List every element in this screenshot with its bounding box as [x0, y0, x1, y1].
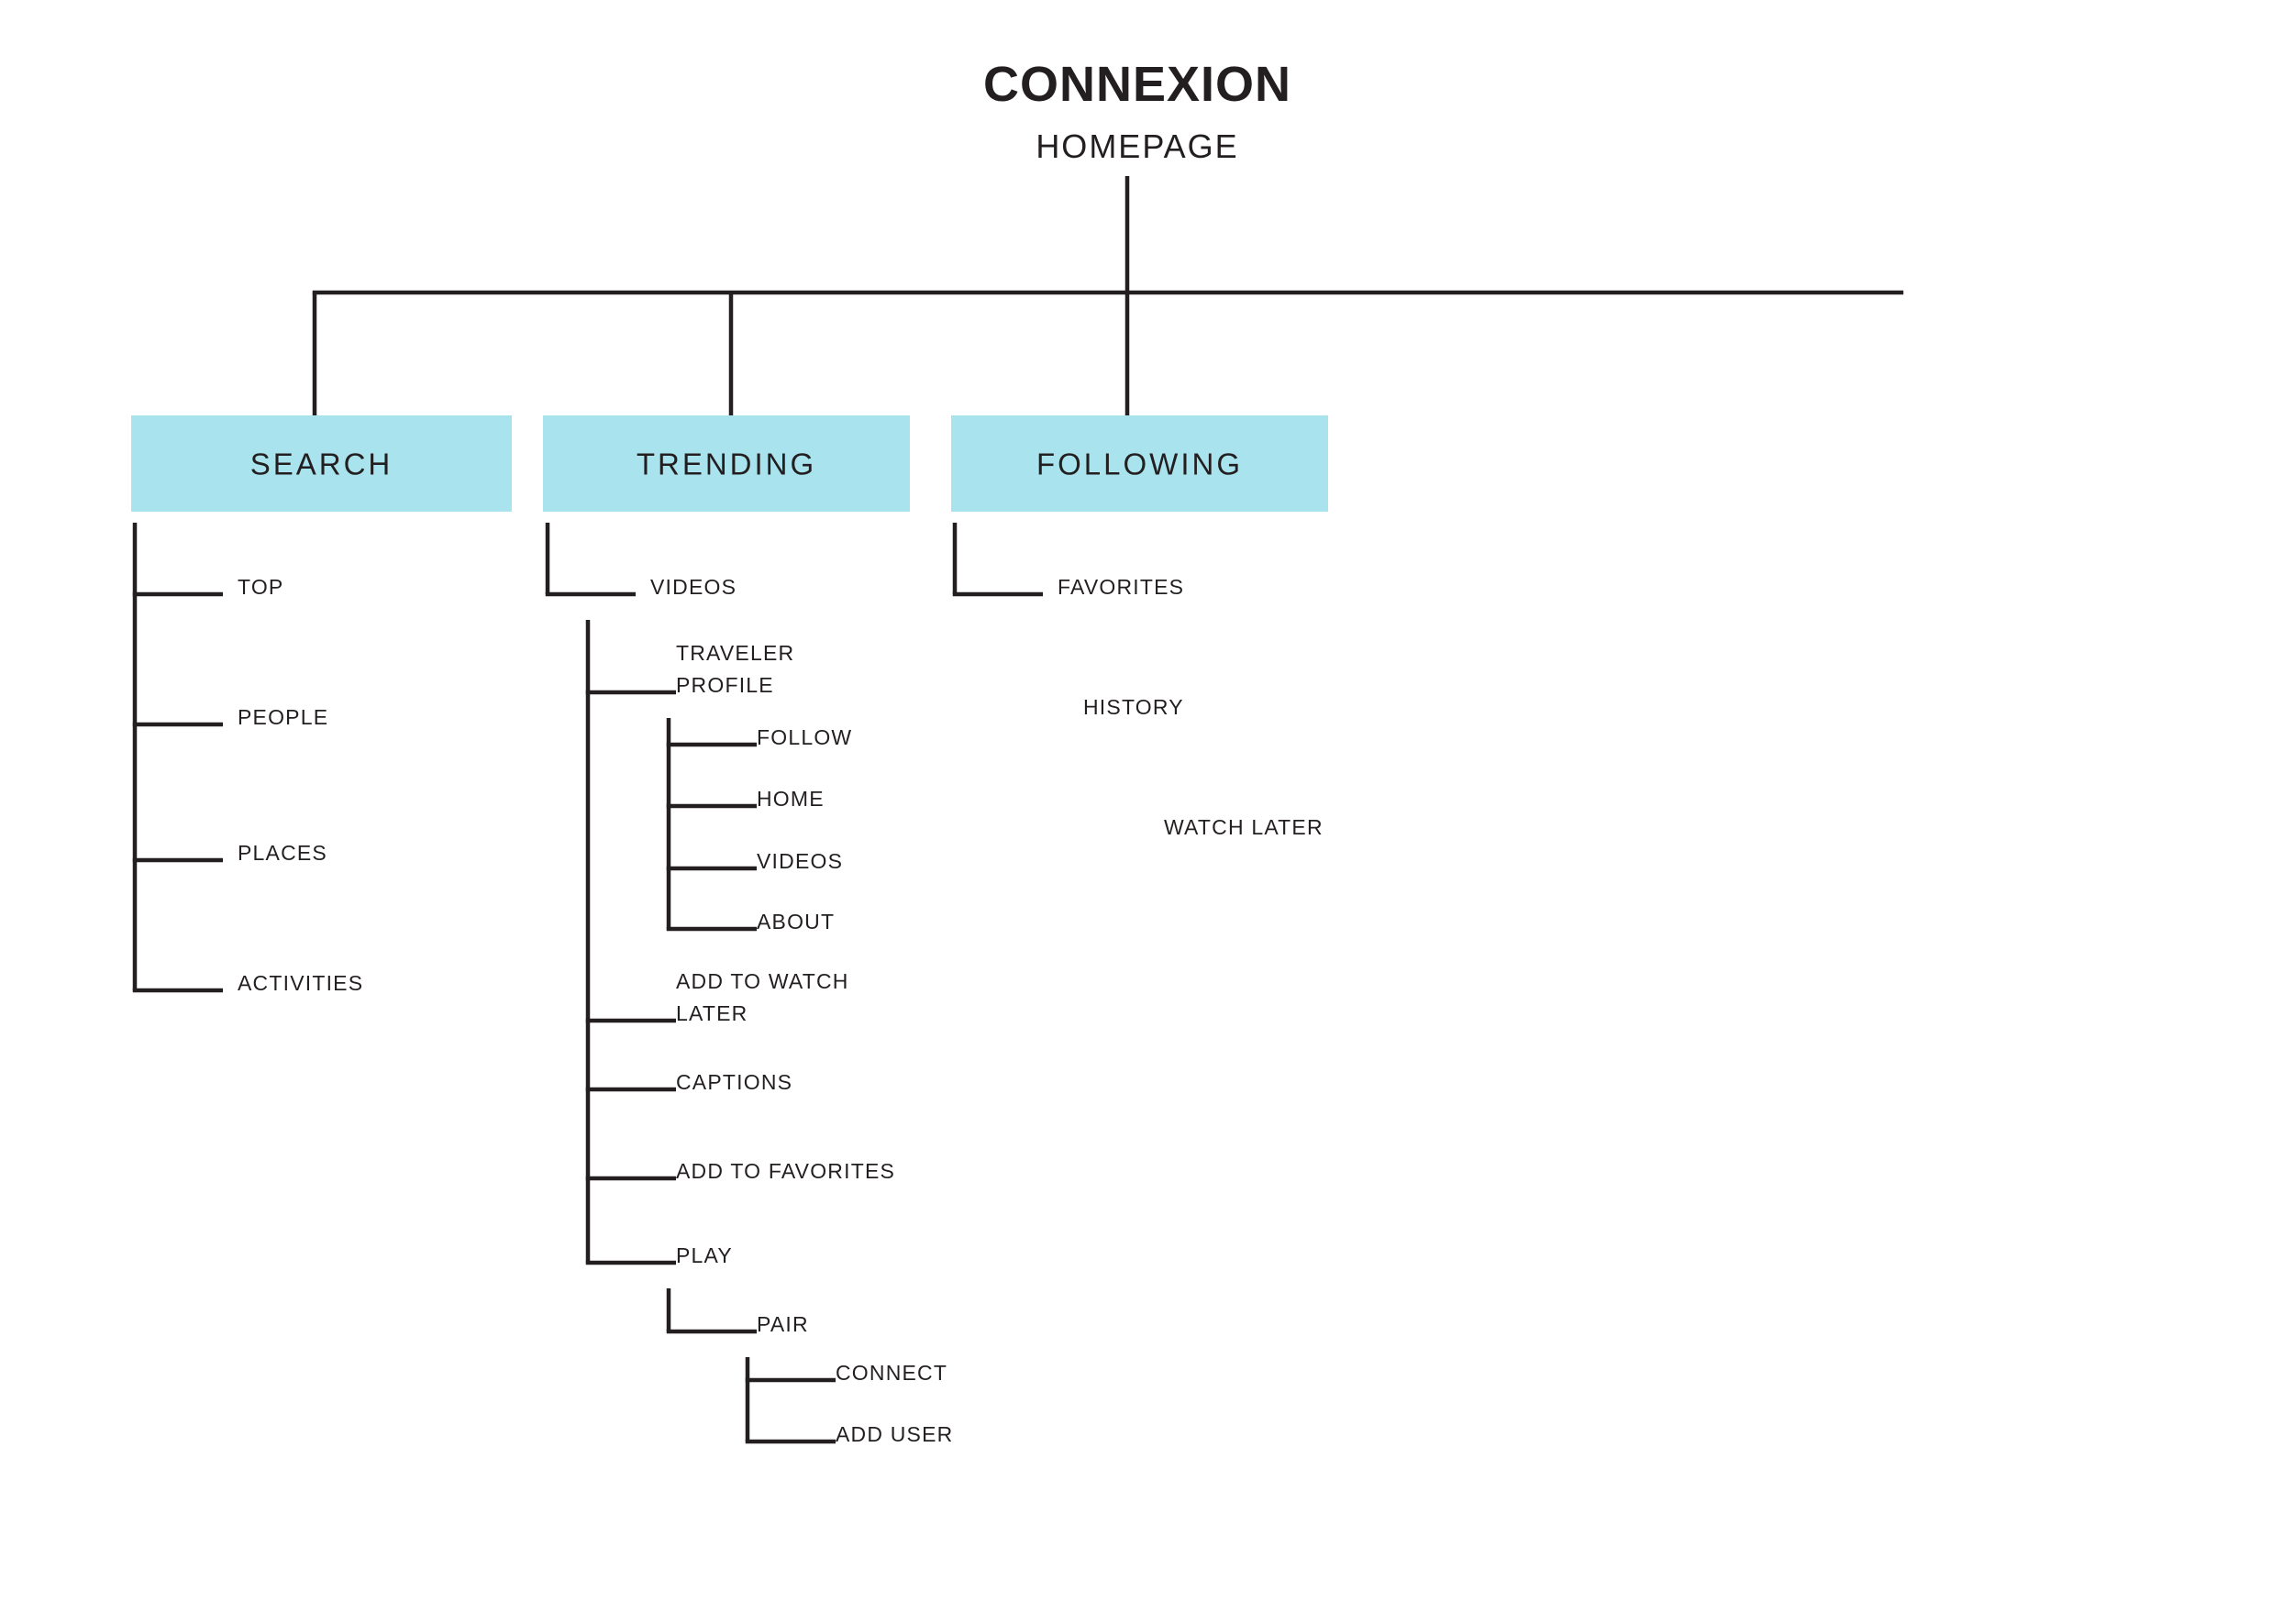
section-box-search[interactable] [131, 415, 512, 512]
section-title-search: SEARCH [250, 447, 393, 481]
node-label-2-2: WATCH LATER [1164, 815, 1324, 839]
connector-lines [132, 176, 1904, 1444]
node-label-1-6-l1: LATER [676, 1001, 748, 1025]
node-label-1-1-l0: TRAVELER [676, 641, 794, 665]
node-label-1-10: PAIR [757, 1312, 809, 1336]
page-title: CONNEXION [983, 57, 1291, 112]
node-label-1-11: CONNECT [836, 1361, 947, 1385]
node-label-2-0: FAVORITES [1058, 575, 1184, 599]
section-title-following: FOLLOWING [1036, 447, 1243, 481]
page-subtitle: HOMEPAGE [1036, 127, 1238, 165]
node-label-1-2: FOLLOW [757, 725, 852, 749]
node-label-1-3: HOME [757, 787, 825, 811]
section-title-trending: TRENDING [637, 447, 816, 481]
node-label-1-7: CAPTIONS [676, 1070, 792, 1094]
diagram-text: CONNEXION HOMEPAGE SEARCH TOP PEOPLE PLACES AC… [238, 57, 1324, 1446]
section-box-following[interactable] [951, 415, 1328, 512]
node-label-1-1-l1: PROFILE [676, 673, 774, 697]
node-label-0-3: ACTIVITIES [238, 971, 363, 995]
node-label-1-4: VIDEOS [757, 849, 843, 873]
node-label-1-12: ADD USER [836, 1422, 953, 1446]
node-label-2-1: HISTORY [1083, 695, 1184, 719]
node-label-0-0: TOP [238, 575, 283, 599]
node-label-1-6-l0: ADD TO WATCH [676, 969, 849, 993]
node-label-1-8: ADD TO FAVORITES [676, 1159, 895, 1183]
node-label-1-0: VIDEOS [650, 575, 737, 599]
section-box-trending[interactable] [543, 415, 910, 512]
node-label-0-2: PLACES [238, 841, 327, 865]
node-label-1-5: ABOUT [757, 910, 835, 934]
section-boxes [131, 415, 1328, 512]
node-label-1-9: PLAY [676, 1243, 733, 1267]
node-label-0-1: PEOPLE [238, 705, 328, 729]
